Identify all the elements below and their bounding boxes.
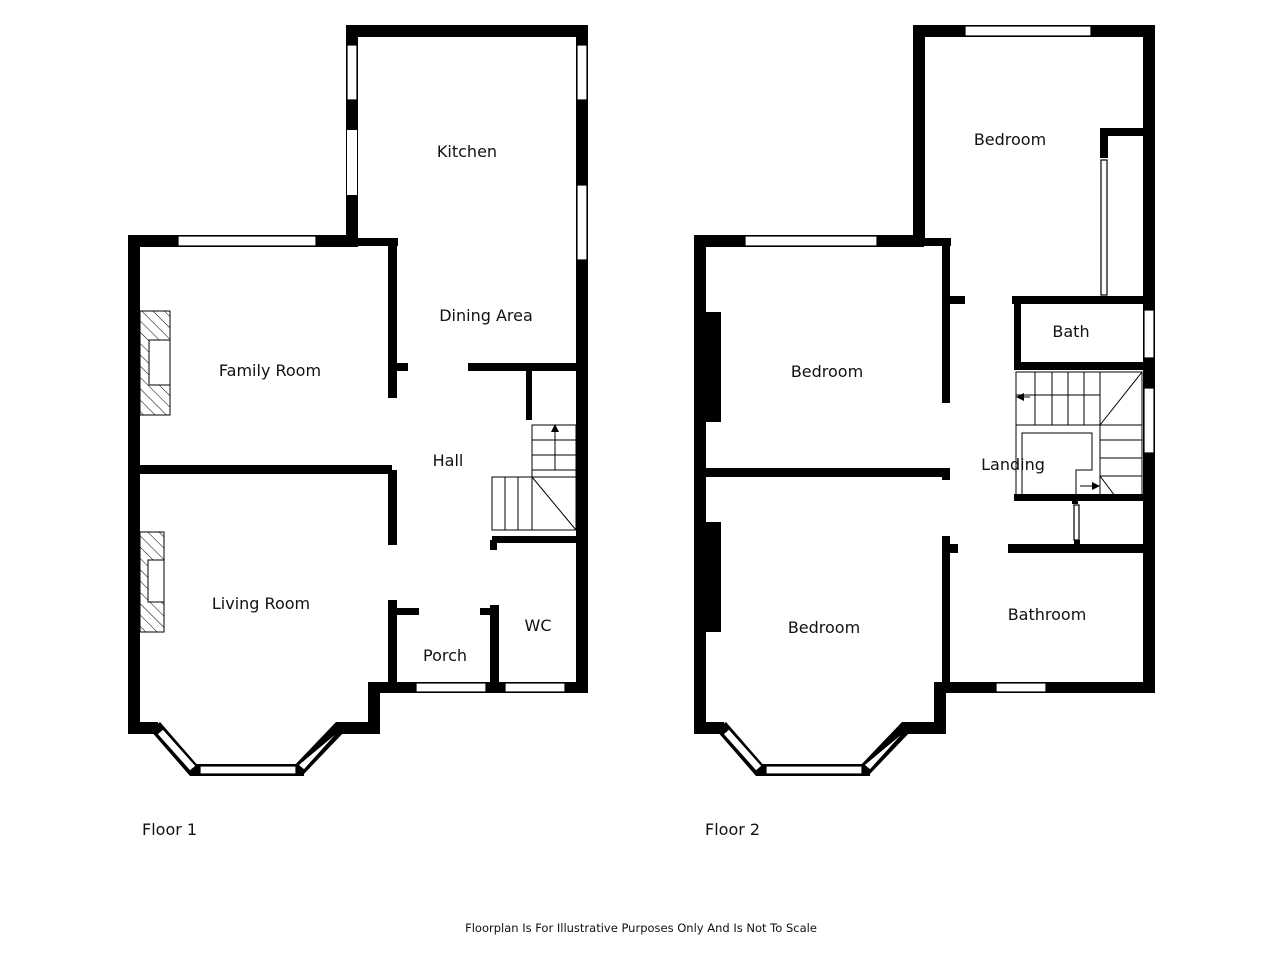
kitchen-window-left bbox=[346, 44, 358, 101]
room-label-porch: Porch bbox=[423, 646, 467, 665]
front-bedroom-window bbox=[744, 235, 878, 247]
room-label-front-bedroom: Bedroom bbox=[791, 362, 863, 381]
floor-1-plan bbox=[128, 25, 588, 776]
bay-window-left bbox=[156, 728, 197, 772]
room-label-family-room: Family Room bbox=[219, 361, 321, 380]
bath-window bbox=[1143, 309, 1155, 359]
bedroom-wardrobe bbox=[706, 312, 721, 422]
kitchen-window-right-top bbox=[576, 44, 588, 101]
room-label-rear-bedroom: Bedroom bbox=[974, 130, 1046, 149]
room-label-kitchen: Kitchen bbox=[437, 142, 497, 161]
wc-window bbox=[504, 682, 566, 693]
floor-2-stairs bbox=[1015, 371, 1143, 497]
bay-window-right-f2 bbox=[863, 728, 908, 771]
rear-bedroom-window bbox=[964, 25, 1092, 37]
floor-1-stairs bbox=[491, 424, 577, 531]
room-label-hall: Hall bbox=[433, 451, 464, 470]
room-label-bath: Bath bbox=[1052, 322, 1089, 341]
bay-window-right bbox=[297, 728, 342, 771]
room-label-landing: Landing bbox=[981, 455, 1045, 474]
disclaimer-text: Floorplan Is For Illustrative Purposes O… bbox=[465, 921, 817, 935]
room-label-living-room: Living Room bbox=[212, 594, 310, 613]
landing-window bbox=[1143, 387, 1155, 454]
floor-2-label: Floor 2 bbox=[705, 820, 760, 839]
floor-1-label: Floor 1 bbox=[142, 820, 197, 839]
kitchen-opening-left bbox=[347, 130, 357, 195]
porch-door bbox=[415, 682, 487, 693]
bedroom-wardrobe-2 bbox=[706, 522, 721, 632]
room-label-dining-area: Dining Area bbox=[439, 306, 533, 325]
rear-bedroom-closet-door bbox=[1100, 159, 1108, 296]
room-label-wc: WC bbox=[525, 616, 552, 635]
bay-window-front-f2 bbox=[765, 765, 863, 775]
kitchen-window-right bbox=[576, 184, 588, 261]
family-room-window bbox=[177, 235, 317, 247]
floor-2-plan bbox=[694, 25, 1155, 776]
bathroom-window bbox=[995, 682, 1047, 693]
bay-window-left-f2 bbox=[722, 728, 763, 772]
room-label-bay-bedroom: Bedroom bbox=[788, 618, 860, 637]
room-label-bathroom: Bathroom bbox=[1008, 605, 1087, 624]
bay-window-front bbox=[199, 765, 297, 775]
